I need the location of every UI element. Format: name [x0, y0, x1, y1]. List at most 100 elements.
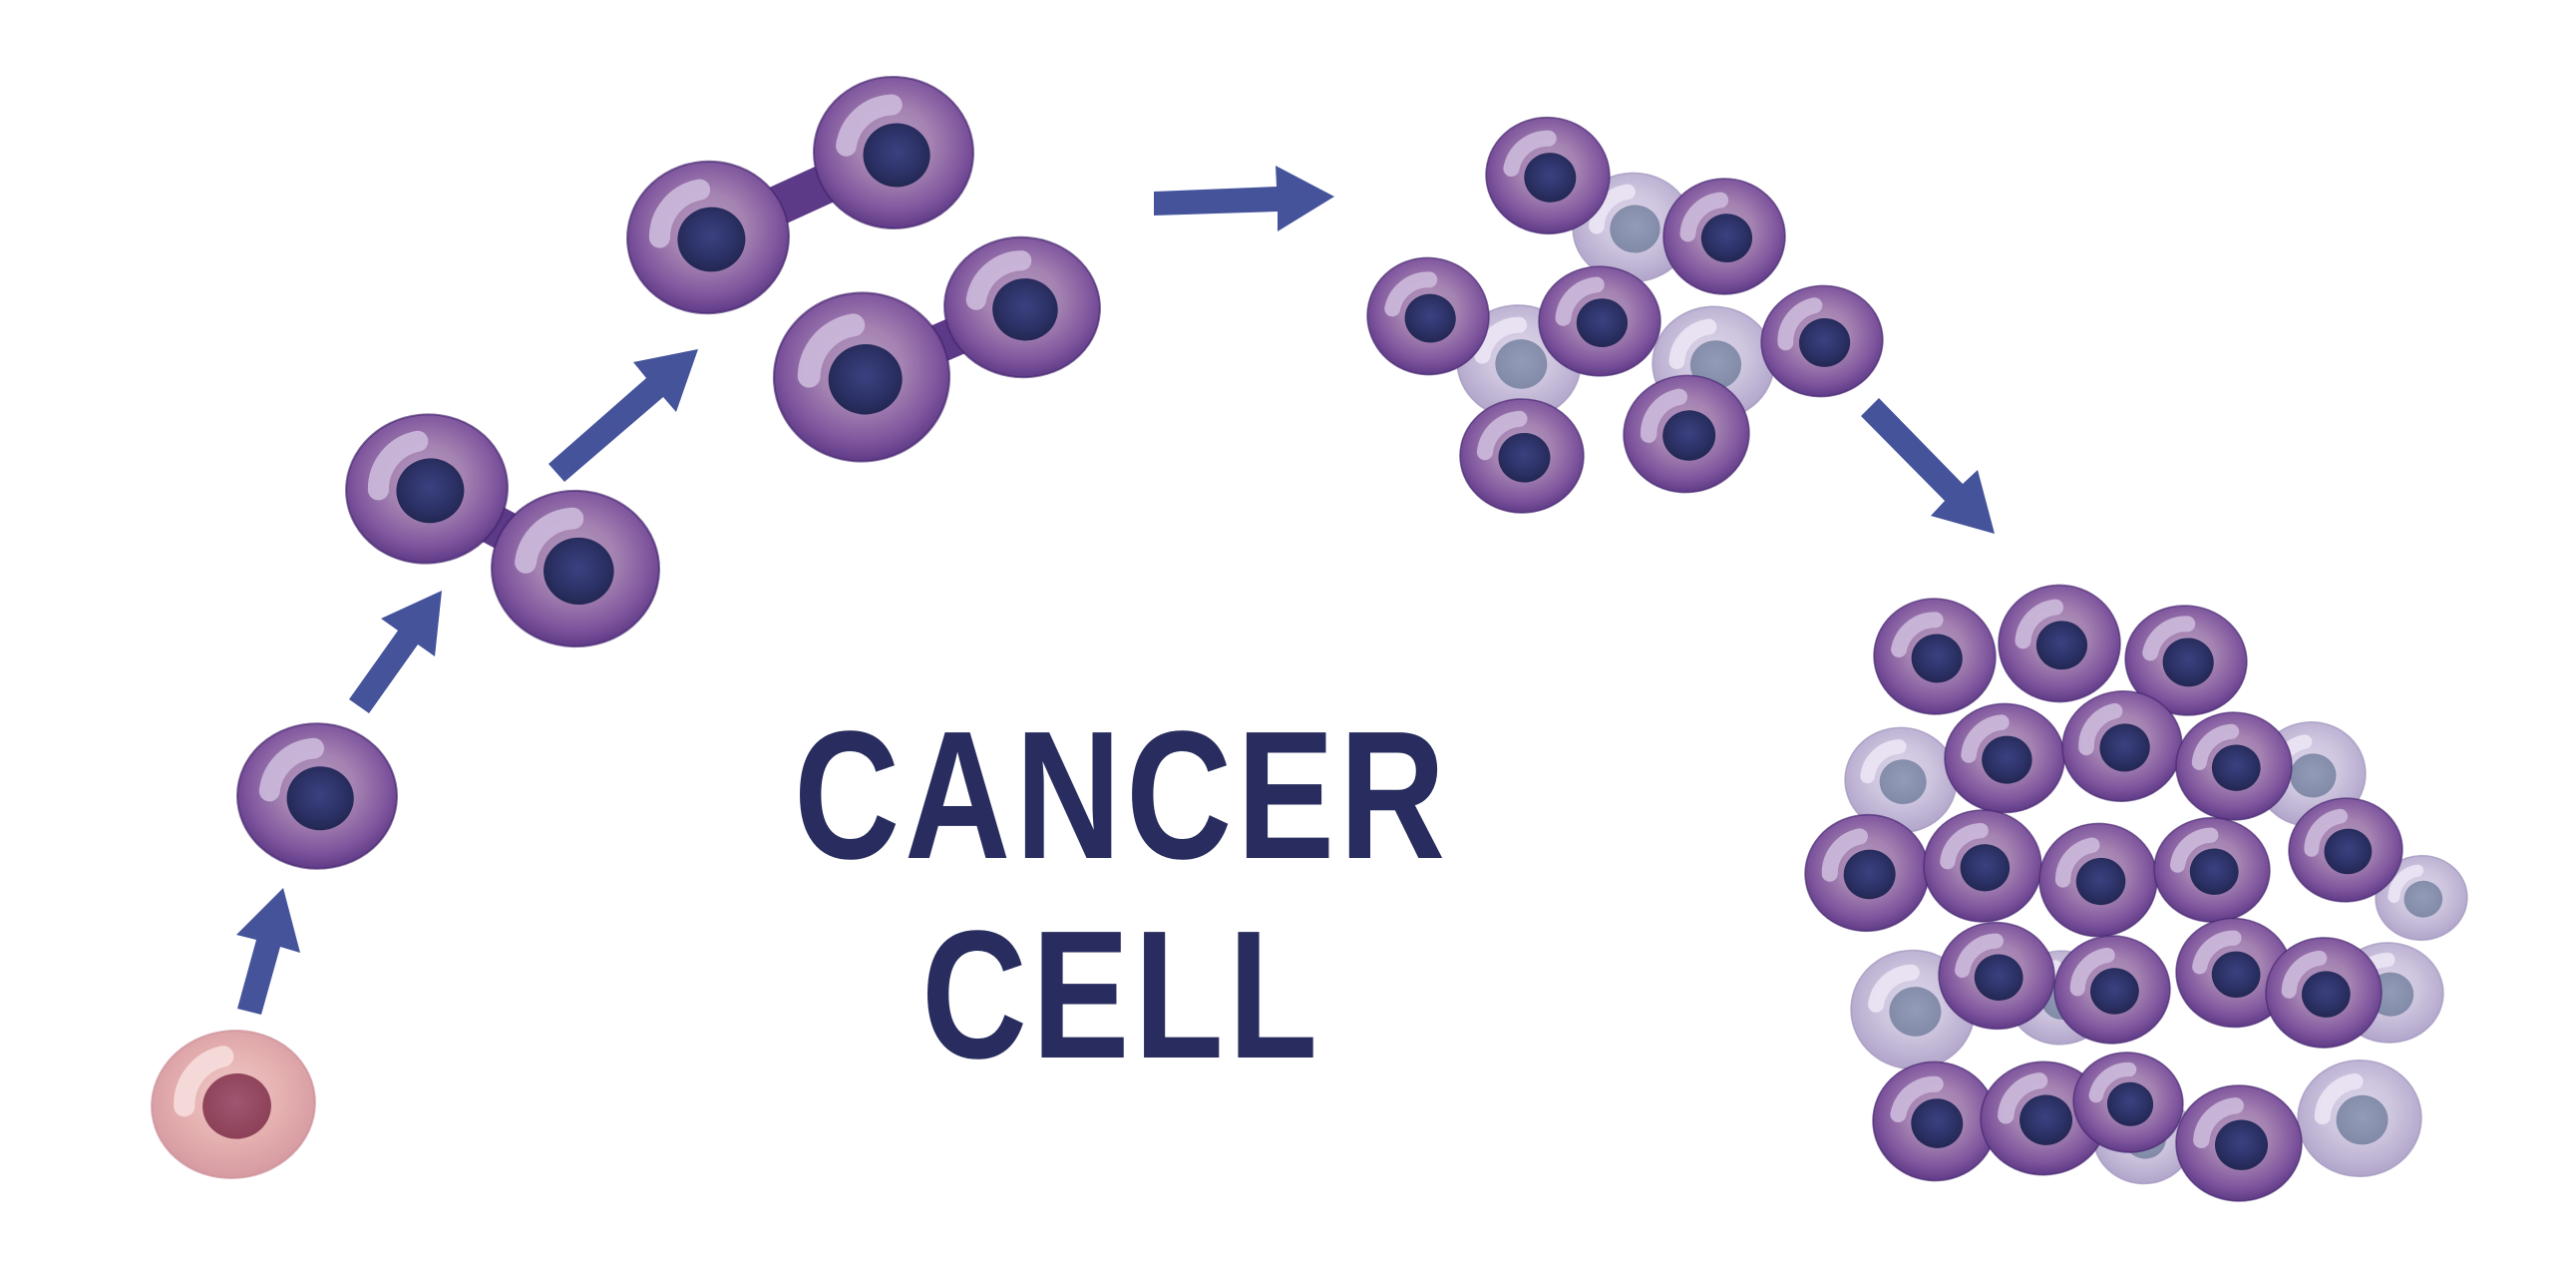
stage-first-division-pair [345, 413, 661, 648]
cell-highlight [2142, 616, 2196, 661]
cell-nucleus [1889, 987, 1942, 1037]
stage-normal-cell [151, 1030, 316, 1179]
dark-cell [1923, 809, 2042, 923]
cell-nucleus [1498, 432, 1551, 483]
cell-highlight [1940, 822, 1989, 870]
title-line-1: CANCER [794, 692, 1450, 897]
cell-nucleus [1495, 339, 1548, 389]
cell-highlight [1868, 964, 1920, 1013]
dark-cell [1538, 265, 1661, 377]
dark-cell [1662, 178, 1786, 295]
cell-nucleus [286, 766, 354, 831]
cell-nucleus [2301, 971, 2351, 1018]
dark-cell [2153, 817, 2271, 923]
dark-cell [1459, 398, 1585, 514]
cell-nucleus [2290, 753, 2337, 798]
cell-highlight [2314, 1072, 2364, 1125]
dark-cell [1873, 598, 1997, 715]
dark-cell [2038, 822, 2158, 938]
cell-highlight [648, 179, 711, 248]
cell-highlight [258, 737, 325, 802]
dark-cell [1366, 256, 1490, 376]
cell-highlight [367, 430, 429, 501]
pale-cell [2297, 1059, 2422, 1178]
dark-cell [813, 75, 974, 230]
title-line-2: CELL [921, 892, 1322, 1096]
cell-nucleus [1843, 849, 1896, 900]
cell-nucleus [1911, 1098, 1964, 1148]
cell-nucleus [863, 123, 930, 188]
dark-cell [943, 235, 1101, 379]
cell-nucleus [2336, 1094, 2389, 1145]
arrow [1154, 166, 1334, 231]
dark-cell [2175, 1084, 2303, 1202]
cell-nucleus [2211, 951, 2261, 999]
stage-two-division-pairs [626, 75, 1101, 463]
cell-nucleus [992, 278, 1058, 341]
dark-cell [2175, 917, 2293, 1029]
cell-highlight [2191, 723, 2240, 770]
cell-highlight [515, 507, 584, 574]
cell-nucleus [2162, 637, 2214, 687]
cell-highlight [1961, 714, 2010, 763]
arrow [1861, 398, 1995, 534]
cell-nucleus [2324, 828, 2373, 875]
cell-nucleus [828, 344, 903, 415]
cell-highlight [2281, 950, 2328, 999]
cell-nucleus [2089, 968, 2139, 1015]
dark-cell [236, 722, 398, 870]
dark-cell [2175, 711, 2293, 821]
cell-nucleus [1974, 954, 2024, 1001]
cell-highlight [1955, 933, 2004, 979]
dark-cell [2124, 605, 2248, 716]
cell-highlight [1891, 612, 1944, 657]
cell-nucleus [2075, 857, 2126, 906]
cell-highlight [965, 250, 1032, 310]
cell-stages-layer [151, 75, 2468, 1202]
cell-nucleus [1799, 317, 1851, 367]
cell-nucleus [677, 207, 746, 272]
cell-highlight [1555, 276, 1605, 326]
dark-cell [2265, 937, 2383, 1049]
arrow [549, 349, 698, 482]
cell-highlight [1476, 410, 1528, 461]
cell-highlight [1589, 184, 1636, 234]
cell-nucleus [1404, 293, 1456, 343]
arrow [236, 888, 300, 1015]
cell-nucleus [1576, 298, 1628, 347]
pink-cell [151, 1030, 316, 1179]
dark-cell [1938, 921, 2055, 1031]
cell-highlight [2193, 1097, 2244, 1148]
cell-highlight [2388, 864, 2424, 904]
cell-nucleus [2106, 1081, 2154, 1126]
cell-highlight [1890, 1075, 1944, 1122]
cell-highlight [2169, 827, 2219, 873]
cell-highlight [2304, 808, 2349, 857]
cell-highlight [1640, 388, 1687, 443]
cell-nucleus [1524, 153, 1577, 203]
cell-highlight [1998, 1072, 2048, 1124]
cell-highlight [1474, 316, 1528, 364]
cell-highlight [1503, 130, 1557, 177]
cell-nucleus [1700, 213, 1753, 263]
pale-cell [1844, 726, 1958, 834]
cell-highlight [2192, 930, 2242, 975]
cell-nucleus [1960, 844, 2011, 892]
stage-single-cancer-cell [236, 722, 398, 870]
dark-cell [1485, 116, 1611, 235]
dark-cell [490, 489, 661, 648]
dark-cell [1760, 284, 1884, 398]
arrows-layer [236, 166, 1995, 1015]
cell-highlight [174, 1046, 234, 1117]
cell-highlight [2054, 837, 2100, 888]
dark-cell [772, 291, 951, 463]
cell-nucleus [2189, 848, 2239, 895]
cell-highlight [1384, 271, 1438, 317]
cell-highlight [1668, 318, 1717, 370]
dark-cell [2288, 797, 2403, 903]
arrow [349, 591, 442, 713]
dark-cell [2053, 935, 2171, 1045]
cell-highlight [836, 94, 903, 157]
